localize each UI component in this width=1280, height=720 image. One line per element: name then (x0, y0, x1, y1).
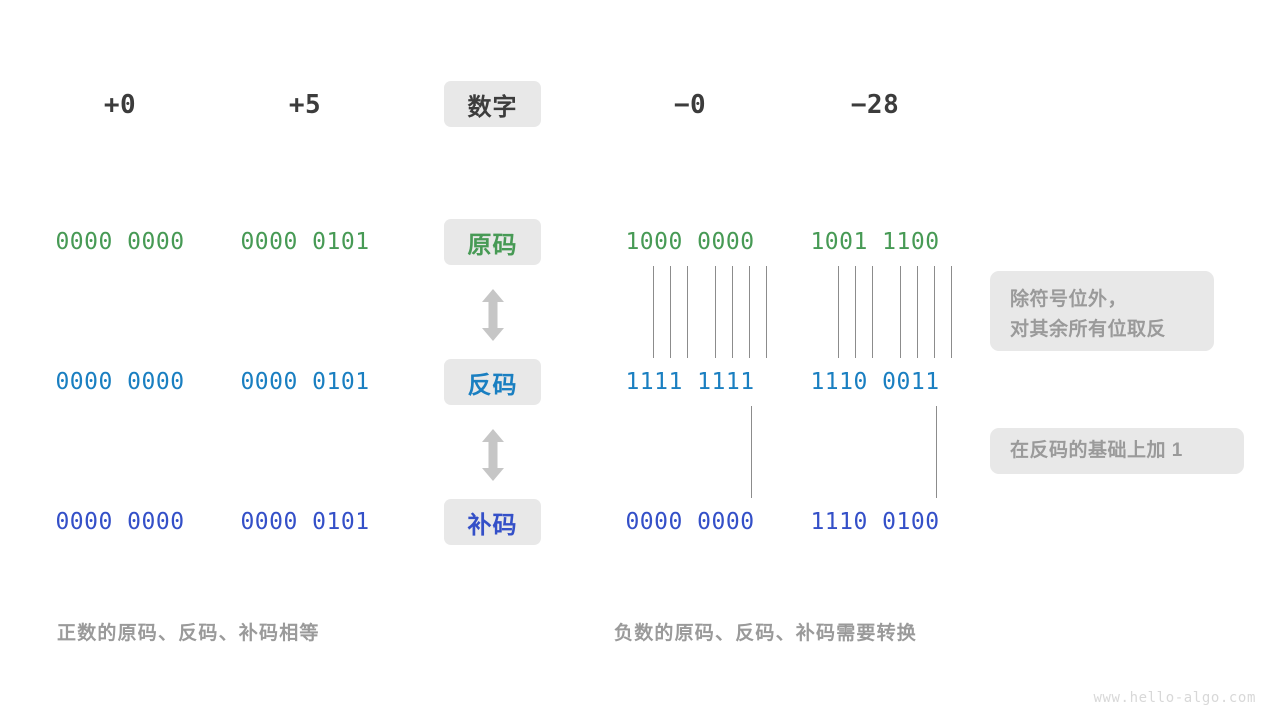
twos-complement-negative-zero: 0000 0000 (625, 509, 755, 535)
bit-connector-line (687, 266, 688, 358)
twos-complement-positive-five: 0000 0101 (240, 509, 370, 535)
header-value-positive-zero: +0 (103, 90, 137, 120)
bit-connector-line (732, 266, 733, 358)
twos-complement-positive-zero: 0000 0000 (55, 509, 185, 535)
bit-connector-line (670, 266, 671, 358)
header-value-positive-five: +5 (288, 90, 322, 120)
ones-complement-positive-five: 0000 0101 (240, 369, 370, 395)
site-watermark: www.hello-algo.com (1093, 690, 1256, 706)
note-add-one: 在反码的基础上加 1 (990, 428, 1244, 474)
bit-connector-line (872, 266, 873, 358)
bit-connector-line (838, 266, 839, 358)
up-down-arrow-icon (475, 428, 511, 487)
ones-complement-positive-zero: 0000 0000 (55, 369, 185, 395)
header-value-negative-twentyeight: −28 (850, 90, 900, 120)
caption-negative-numbers: 负数的原码、反码、补码需要转换 (614, 623, 918, 644)
bit-connector-line (934, 266, 935, 358)
row-pill-ones-complement: 反码 (444, 359, 541, 405)
bit-connector-line (766, 266, 767, 358)
carry-connector-line (936, 406, 937, 498)
sign-magnitude-positive-zero: 0000 0000 (55, 229, 185, 255)
up-down-arrow-icon (475, 288, 511, 347)
carry-connector-line (751, 406, 752, 498)
twos-complement-negative-twentyeight: 1110 0100 (810, 509, 940, 535)
bit-connector-line (855, 266, 856, 358)
bit-connector-line (900, 266, 901, 358)
bit-connector-line (653, 266, 654, 358)
caption-positive-numbers: 正数的原码、反码、补码相等 (57, 623, 320, 644)
row-pill-sign-magnitude: 原码 (444, 219, 541, 265)
sign-magnitude-positive-five: 0000 0101 (240, 229, 370, 255)
header-pill-number: 数字 (444, 81, 541, 127)
ones-complement-negative-zero: 1111 1111 (625, 369, 755, 395)
header-value-negative-zero: −0 (673, 90, 707, 120)
row-pill-twos-complement: 补码 (444, 499, 541, 545)
bit-connector-line (715, 266, 716, 358)
bit-connector-line (749, 266, 750, 358)
bit-connector-line (951, 266, 952, 358)
sign-magnitude-negative-twentyeight: 1001 1100 (810, 229, 940, 255)
note-invert-bits: 除符号位外， 对其余所有位取反 (990, 271, 1214, 351)
bit-connector-line (917, 266, 918, 358)
sign-magnitude-negative-zero: 1000 0000 (625, 229, 755, 255)
ones-complement-negative-twentyeight: 1110 0011 (810, 369, 940, 395)
